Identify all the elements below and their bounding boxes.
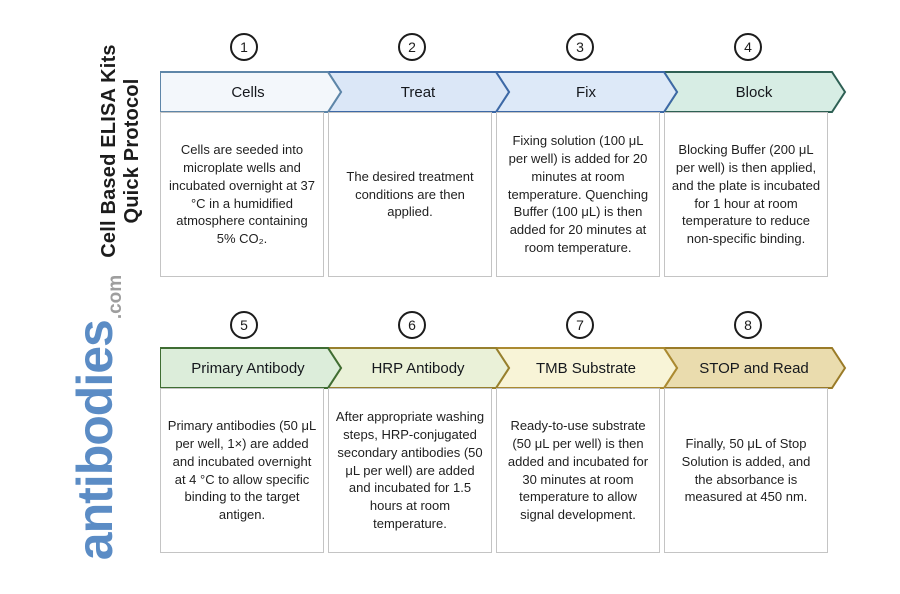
step-description-text: After appropriate washing steps, HRP-con… <box>335 408 485 532</box>
step-arrow-label: Fix <box>576 83 596 101</box>
arrow-ribbon-shapes <box>160 71 847 113</box>
step-arrow-shape-cells <box>160 71 343 113</box>
step-number: 4 <box>744 39 752 55</box>
brand-logo-text: antibodies <box>67 320 123 561</box>
step-description: Ready-to-use substrate (50 μL per well) … <box>496 388 660 553</box>
step-number: 7 <box>576 317 584 333</box>
step-arrow-label: Cells <box>231 83 265 101</box>
step-badge-1: 1 <box>230 33 258 61</box>
arrow-ribbon-shapes <box>160 347 847 389</box>
step-description-text: Primary antibodies (50 μL per well, 1×) … <box>167 417 317 523</box>
step-number: 3 <box>576 39 584 55</box>
step-number: 2 <box>408 39 416 55</box>
step-badge-7: 7 <box>566 311 594 339</box>
step-description-text: Ready-to-use substrate (50 μL per well) … <box>507 417 649 523</box>
page-title: Cell Based ELISA Kits Quick Protocol <box>98 44 143 258</box>
step-badge-5: 5 <box>230 311 258 339</box>
brand-logo-suffix: .com <box>105 274 126 320</box>
step-badge-2: 2 <box>398 33 426 61</box>
step-badge-3: 3 <box>566 33 594 61</box>
arrow-ribbon-row-1: Cells Treat Fix Block <box>160 71 852 113</box>
step-description-text: Cells are seeded into microplate wells a… <box>169 141 315 247</box>
step-description: Cells are seeded into microplate wells a… <box>160 112 324 277</box>
step-description: Primary antibodies (50 μL per well, 1×) … <box>160 388 324 553</box>
step-number: 5 <box>240 317 248 333</box>
step-description-text: Blocking Buffer (200 μL per well) is the… <box>671 141 821 247</box>
arrow-ribbon-row-2: Primary Antibody HRP Antibody TMB Substr… <box>160 347 852 389</box>
step-arrow-label: HRP Antibody <box>371 359 465 377</box>
step-number: 8 <box>744 317 752 333</box>
step-description: Finally, 50 μL of Stop Solution is added… <box>664 388 828 553</box>
step-description-text: Finally, 50 μL of Stop Solution is added… <box>681 435 811 505</box>
step-description: After appropriate washing steps, HRP-con… <box>328 388 492 553</box>
step-arrow-label: Block <box>735 83 773 101</box>
step-arrow-label: Treat <box>400 83 436 101</box>
step-description-text: The desired treatment conditions are the… <box>346 168 474 220</box>
step-badge-4: 4 <box>734 33 762 61</box>
step-arrow-shape-primary-antibody <box>160 347 343 389</box>
step-description-text: Fixing solution (100 μL per well) is add… <box>507 132 649 256</box>
step-description: Fixing solution (100 μL per well) is add… <box>496 112 660 277</box>
step-arrow-label: TMB Substrate <box>535 359 637 377</box>
step-badge-8: 8 <box>734 311 762 339</box>
step-badge-6: 6 <box>398 311 426 339</box>
step-description: Blocking Buffer (200 μL per well) is the… <box>664 112 828 277</box>
step-number: 6 <box>408 317 416 333</box>
step-description: The desired treatment conditions are the… <box>328 112 492 277</box>
step-arrow-label: Primary Antibody <box>191 359 305 377</box>
step-number: 1 <box>240 39 248 55</box>
step-arrow-label: STOP and Read <box>699 359 809 377</box>
brand-logo: antibodies.com <box>66 268 126 568</box>
